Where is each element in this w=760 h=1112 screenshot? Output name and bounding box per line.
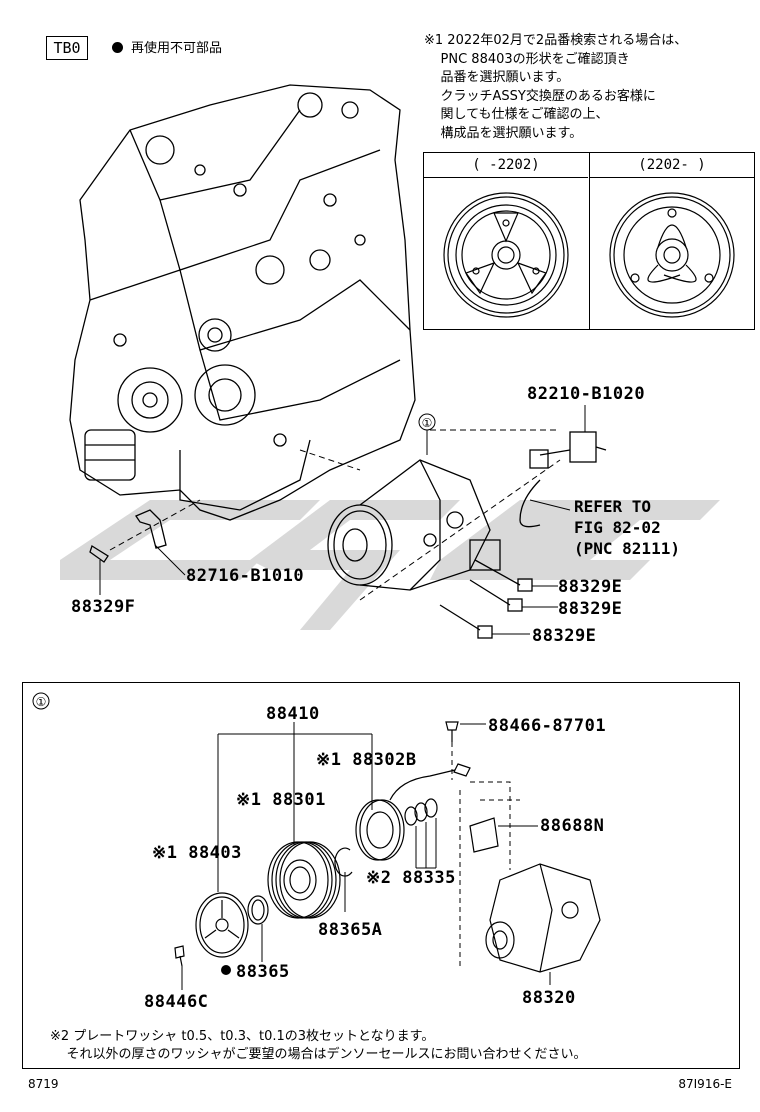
dashed-guides (109, 429, 561, 601)
armature-plate-icon (195, 892, 249, 958)
shim-ring-icon (247, 895, 269, 925)
note-1-line: クラッチASSY交換歴のあるお客様に (424, 88, 656, 104)
pulley-new-icon (609, 192, 735, 318)
label-88410: 88410 (266, 704, 320, 724)
variant-header-after: (2202- ) (590, 153, 754, 178)
label-88403: ※1 88403 (152, 843, 242, 863)
callout-circle-1-lower (32, 692, 50, 710)
leader-lines (99, 405, 586, 635)
shim-washers-icon (404, 798, 438, 826)
callout-circle-1 (418, 413, 436, 431)
clip-bracket-icon (469, 817, 499, 853)
refer-line: (PNC 82111) (574, 539, 680, 558)
non-reusable-dot-icon (112, 42, 123, 53)
label-88329F: 88329F (71, 597, 136, 617)
compressor-body-icon (485, 863, 601, 973)
label-88335: ※2 88335 (366, 868, 456, 888)
variant-header-before: ( -2202) (424, 153, 588, 178)
bracket-icon (135, 509, 167, 549)
label-88329E-c: 88329E (532, 626, 597, 646)
label-82716-B1010: 82716-B1010 (186, 566, 305, 586)
note-1-line: 品番を選択願います。 (424, 70, 570, 85)
note-1-line: 関しても仕様をご確認の上、 (424, 107, 609, 122)
pulley-variants (443, 192, 735, 318)
label-88688N: 88688N (540, 816, 605, 836)
note-1-line: ※1 2022年02月で2品番検索される場合は、 (424, 33, 688, 48)
stator-coil-icon (355, 769, 456, 861)
label-88446C: 88446C (144, 992, 209, 1012)
footer-left: 8719 (28, 1077, 59, 1091)
note-2-line: それ以外の厚さのワッシャがご要望の場合はデンソーセールスにお問い合わせください。 (50, 1047, 587, 1062)
bracket-88410 (217, 722, 373, 892)
label-88365: 88365 (236, 962, 290, 982)
label-88329E-a: 88329E (558, 577, 623, 597)
engine-block-icon (69, 84, 416, 521)
label-82210-B1020: 82210-B1020 (527, 384, 646, 404)
compressor-icon (327, 459, 501, 591)
refer-line: FIG 82-02 (574, 518, 661, 537)
code-box: TB0 (46, 36, 88, 60)
pulley-old-icon (443, 192, 569, 318)
bolts-icon (89, 545, 533, 639)
note-1-line: PNC 88403の形状をご確認頂き (424, 51, 630, 67)
legend: 再使用不可部品 (112, 37, 222, 56)
sensor-icon (519, 431, 607, 528)
label-88301: ※1 88301 (236, 790, 326, 810)
note-1-line: 構成品を選択願います。 (424, 125, 583, 141)
dashed-guides-lower (451, 742, 520, 970)
table-divider (589, 153, 590, 329)
legend-text: 再使用不可部品 (131, 41, 223, 56)
refer-note: REFER TO FIG 82-02 (PNC 82111) (574, 496, 680, 559)
non-reusable-dot-88365 (221, 965, 231, 975)
screw-icon (174, 721, 471, 967)
footer-right: 87I916-E (678, 1077, 732, 1091)
watermark-logo (60, 500, 720, 630)
snap-ring-icon (334, 847, 353, 877)
callout-1-lower-label: ① (36, 695, 47, 709)
refer-line: REFER TO (574, 497, 652, 516)
label-88365A: 88365A (318, 920, 383, 940)
label-88302B: ※1 88302B (316, 750, 417, 770)
clutch-detail-panel (22, 682, 740, 1069)
variant-table: ( -2202) (2202- ) (423, 152, 755, 330)
note-2-line: ※2 プレートワッシャ t0.5、t0.3、t0.1の3枚セットとなります。 (50, 1029, 435, 1044)
rotor-pulley-icon (267, 841, 341, 919)
note-2: ※2 プレートワッシャ t0.5、t0.3、t0.1の3枚セットとなります。 そ… (50, 1028, 587, 1064)
callout-1-label: ① (422, 416, 433, 430)
label-88329E-b: 88329E (558, 599, 623, 619)
note-1: ※1 2022年02月で2品番検索される場合は、 PNC 88403の形状をご確… (424, 32, 687, 143)
label-88320: 88320 (522, 988, 576, 1008)
label-88466-87701: 88466-87701 (488, 716, 607, 736)
leader-lines-lower (181, 723, 551, 990)
